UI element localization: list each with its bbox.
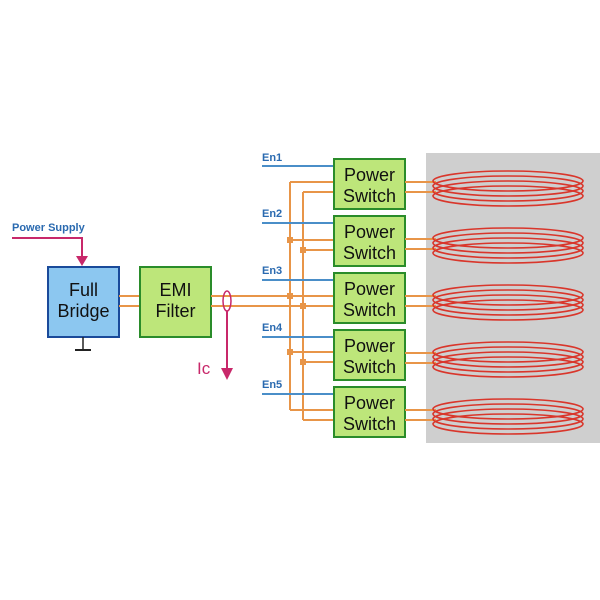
ground-icon <box>75 337 91 351</box>
enable-label-1: En1 <box>262 152 282 164</box>
power-switch-label-line1: Power <box>344 279 395 299</box>
power-switch-label-line1: Power <box>344 222 395 242</box>
current-sense-label: Ic <box>197 359 211 378</box>
power-switch-row-2: En2 Power Switch <box>262 208 584 267</box>
power-switch-label-line2: Switch <box>343 300 396 320</box>
enable-label-3: En3 <box>262 265 282 277</box>
power-switch-label-line1: Power <box>344 393 395 413</box>
power-switch-label-line2: Switch <box>343 414 396 434</box>
power-switch-label-line1: Power <box>344 165 395 185</box>
coil-icon <box>432 341 584 378</box>
enable-label-4: En4 <box>262 322 283 334</box>
emi-filter-label-line1: EMI <box>159 280 191 300</box>
power-switch-row-5: En5 Power Switch <box>262 379 584 438</box>
arrow-down-icon <box>12 237 83 258</box>
arrow-down-icon-head <box>76 256 88 266</box>
enable-label-2: En2 <box>262 208 282 220</box>
power-supply-label: Power Supply <box>12 222 86 234</box>
power-switch-label-line2: Switch <box>343 243 396 263</box>
full-bridge-label-line1: Full <box>69 280 98 300</box>
coil-icon <box>432 398 584 435</box>
power-switch-row-4: En4 Power Switch <box>262 322 584 381</box>
full-bridge-block: Full Bridge <box>47 266 120 338</box>
power-switch-label-line1: Power <box>344 336 395 356</box>
coil-icon <box>432 284 584 321</box>
current-probe-icon <box>221 290 233 380</box>
coil-icon <box>432 170 584 207</box>
emi-filter-label-line2: Filter <box>156 301 196 321</box>
enable-label-5: En5 <box>262 379 282 391</box>
emi-filter-block: EMI Filter <box>139 266 212 338</box>
power-switch-label-line2: Switch <box>343 186 396 206</box>
coil-icon <box>432 227 584 264</box>
power-switch-row-3: En3 Power Switch <box>262 265 584 324</box>
full-bridge-label-line2: Bridge <box>57 301 109 321</box>
power-switch-label-line2: Switch <box>343 357 396 377</box>
power-switch-row-1: En1 Power Switch <box>262 152 584 210</box>
